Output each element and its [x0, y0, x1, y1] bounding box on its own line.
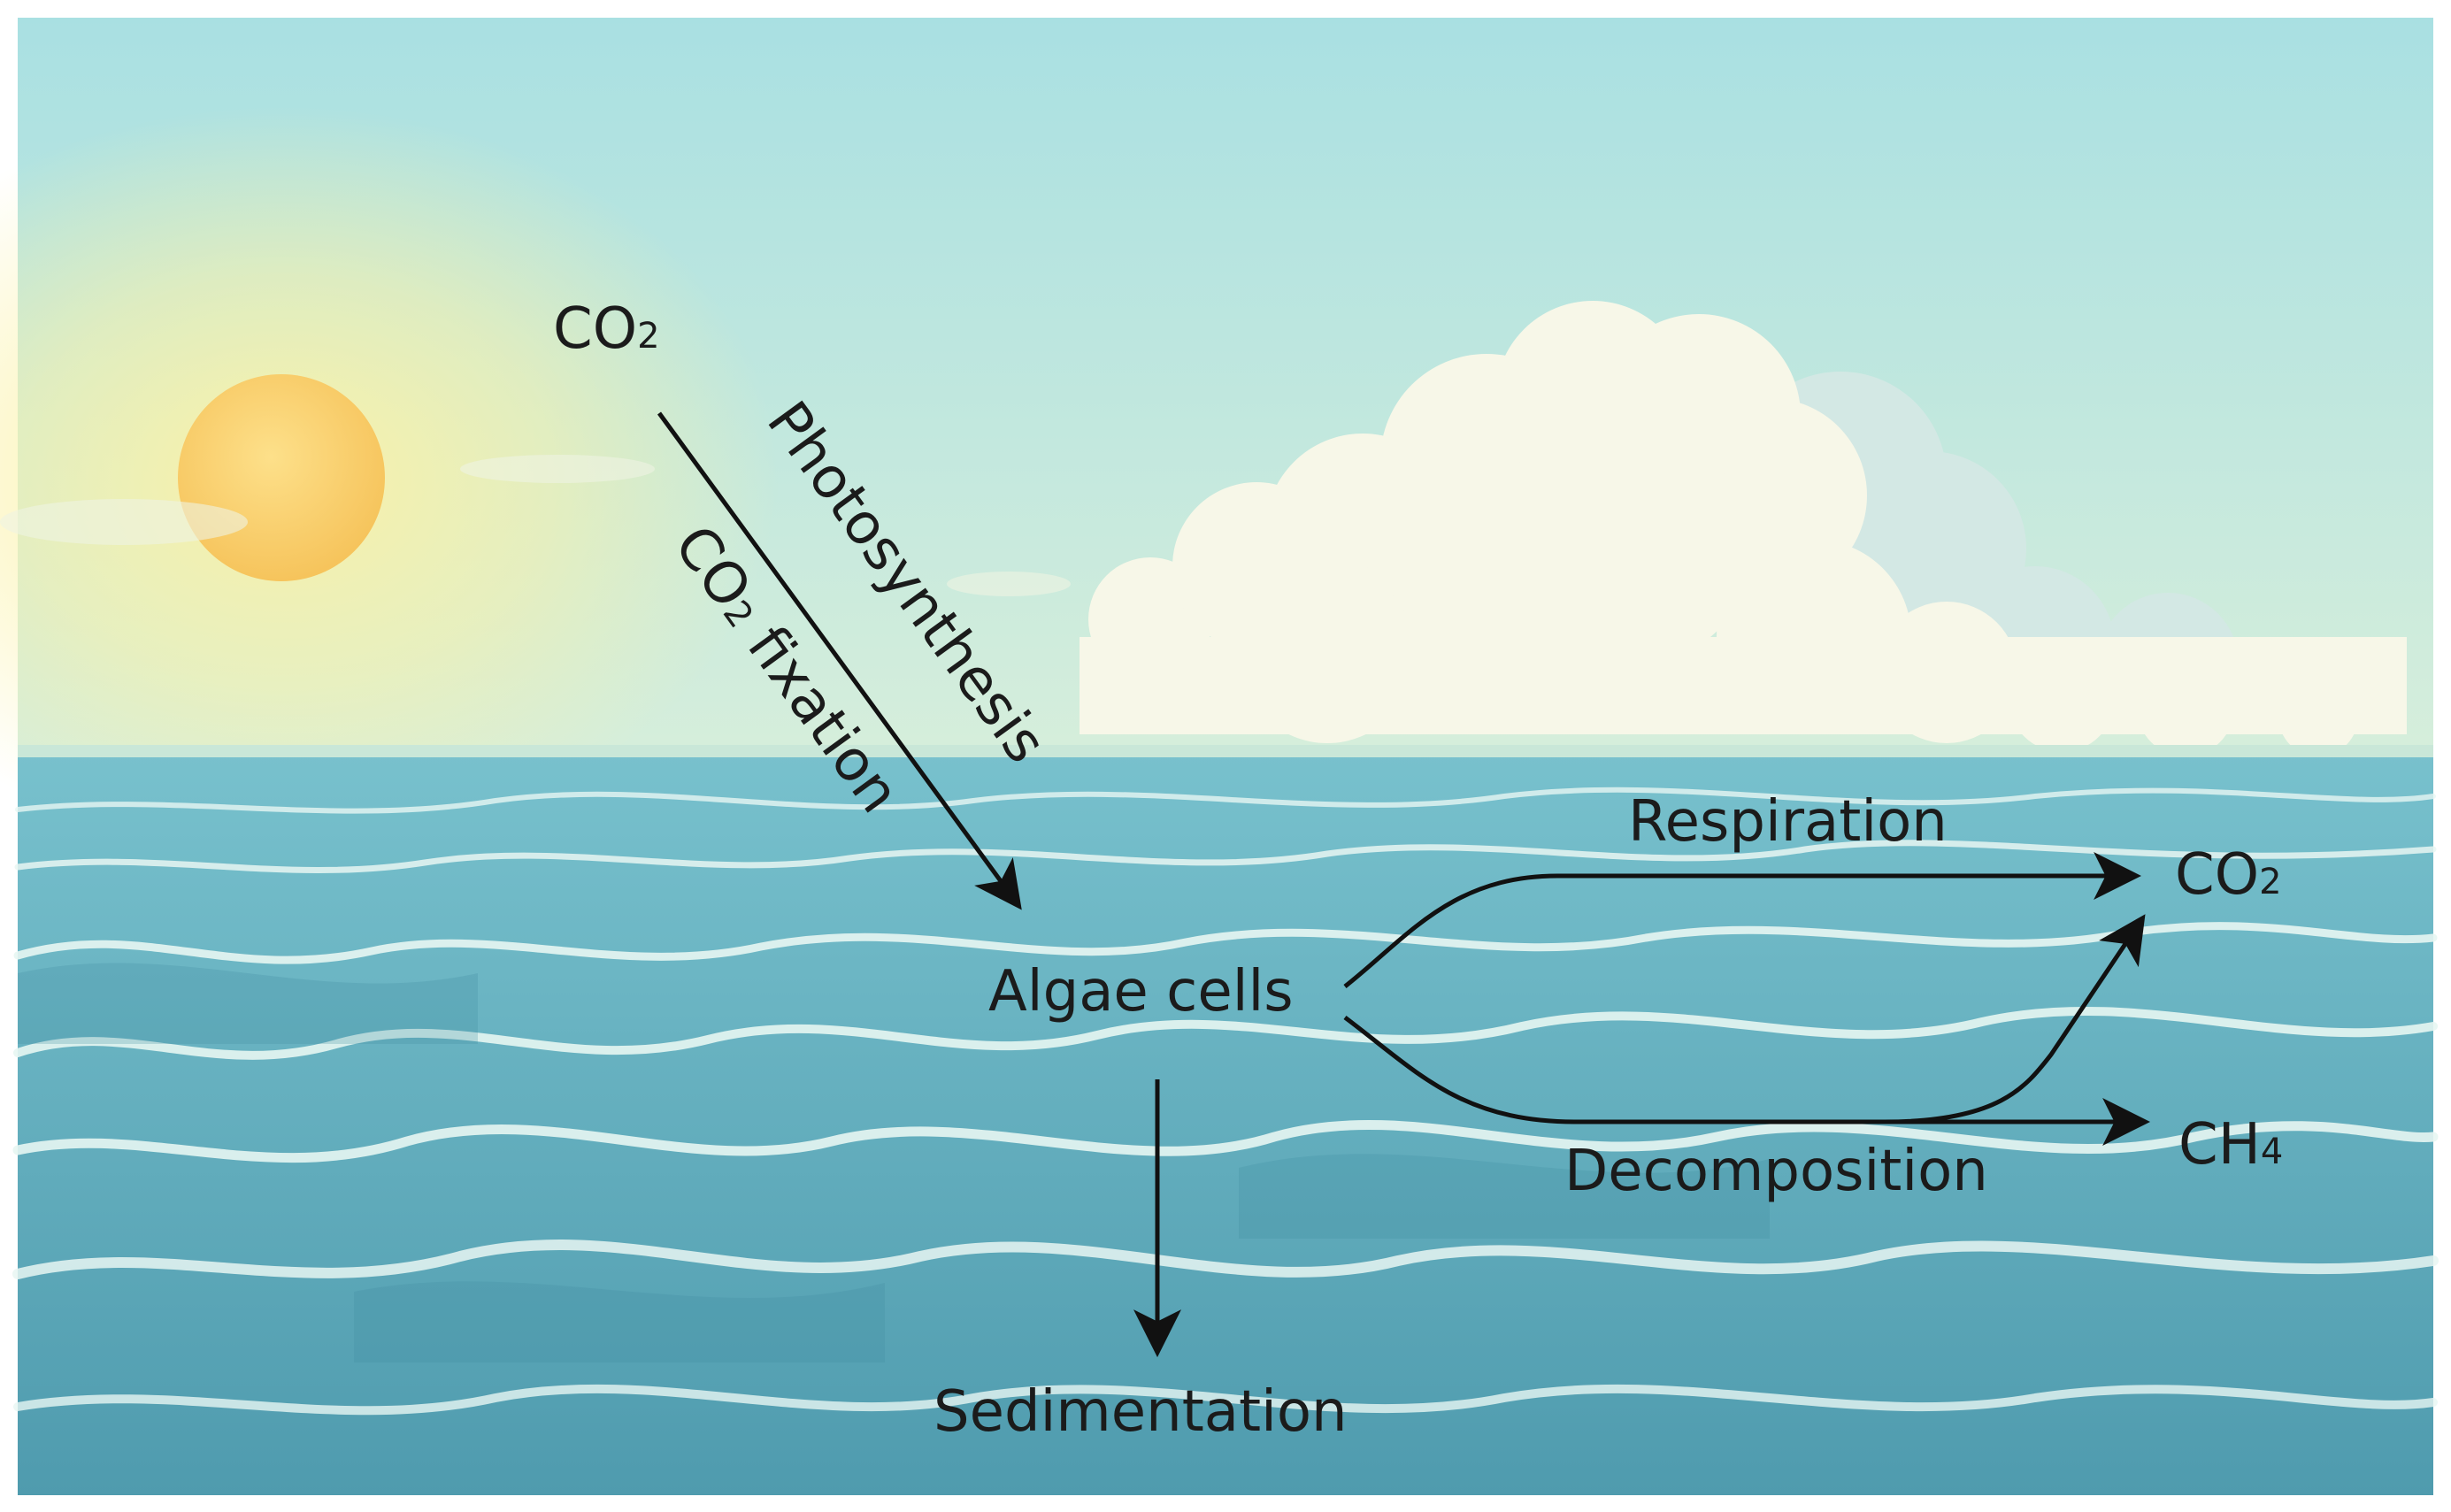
wave-crests — [12, 787, 2439, 1416]
co2-source-label: CO2 — [553, 296, 660, 362]
decomposition-ch4-arrow — [1343, 1016, 2151, 1146]
respiration-label: Respiration — [1628, 789, 1948, 855]
algae-cells-label: Algae cells — [988, 959, 1294, 1025]
wave-shadows — [18, 963, 1770, 1362]
cloud-icon — [0, 301, 2407, 756]
decomposition-co2-arrow — [1884, 914, 2146, 1124]
photosynthesis-arrow — [657, 411, 1022, 910]
respiration-arrow — [1343, 852, 2142, 988]
arrows — [657, 411, 2151, 1358]
sun-icon — [178, 374, 385, 581]
decomposition-label: Decomposition — [1564, 1139, 1988, 1204]
ch4-label: CH4 — [2178, 1112, 2283, 1178]
sun-glow — [0, 106, 779, 849]
co2-respiration-label: CO2 — [2175, 842, 2282, 908]
sedimentation-label: Sedimentation — [934, 1379, 1348, 1445]
horizon-line — [18, 745, 2433, 757]
